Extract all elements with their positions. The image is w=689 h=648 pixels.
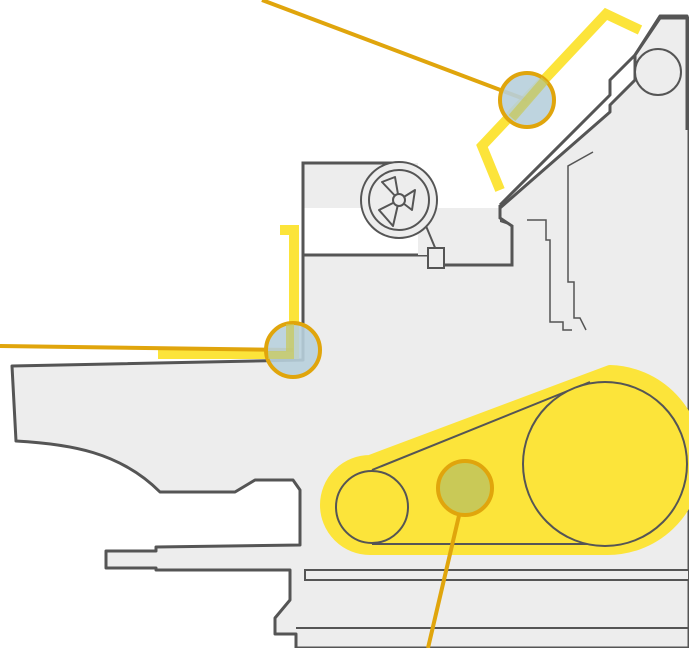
top-wheel [634, 48, 682, 96]
upper-chamber [303, 163, 512, 265]
callout-line-left [0, 344, 294, 352]
internal-duct-line [527, 219, 572, 331]
magnifier-callout-top-detail [508, 77, 549, 121]
large-pulley [522, 381, 688, 547]
internal-duct-line-2 [567, 151, 594, 331]
belt-drive [320, 365, 689, 556]
magnifier-callout-bottom [436, 459, 494, 517]
left-gate-highlight [158, 225, 299, 359]
callout-line-top [261, 0, 528, 102]
belt [371, 381, 612, 545]
right-housing-edge [498, 14, 689, 207]
upper-chamber-outline [301, 161, 400, 360]
small-pulley [335, 470, 409, 544]
bottom-rail [304, 569, 689, 581]
magnifier-callout-left-detail [268, 324, 294, 359]
fan-icon [360, 161, 445, 269]
